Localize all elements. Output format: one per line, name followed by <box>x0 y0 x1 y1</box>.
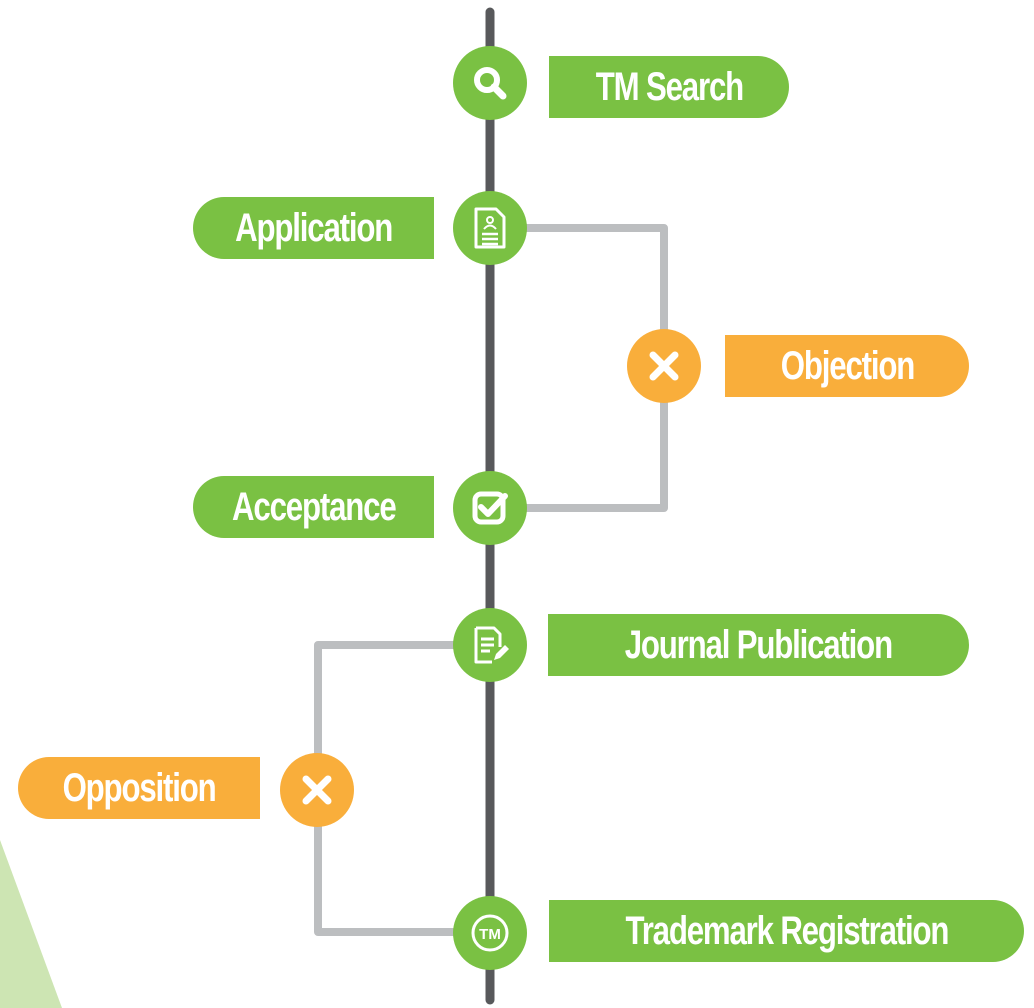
step-label-tm-search: TM Search <box>549 56 789 118</box>
document-icon <box>474 207 506 249</box>
step-label-acceptance: Acceptance <box>193 476 434 538</box>
step-node-acceptance <box>453 471 527 545</box>
step-label-opposition: Opposition <box>18 757 260 819</box>
step-label-trademark-registration: Trademark Registration <box>549 900 1024 962</box>
step-label-objection: Objection <box>725 335 969 397</box>
edit-document-icon <box>474 626 509 664</box>
step-node-opposition <box>280 753 354 827</box>
trademark-icon: TM <box>471 914 509 952</box>
step-node-application <box>453 191 527 265</box>
step-node-journal-publication <box>453 608 527 682</box>
search-icon <box>474 67 507 100</box>
step-node-trademark-registration: TM <box>453 896 527 970</box>
step-node-objection <box>627 329 701 403</box>
decorative-triangle <box>0 840 62 1008</box>
checkbox-icon <box>472 491 508 525</box>
step-label-application: Application <box>193 197 434 259</box>
step-node-tm-search <box>453 46 527 120</box>
close-icon <box>649 351 679 381</box>
step-label-journal-publication: Journal Publication <box>548 614 969 676</box>
svg-text:TM: TM <box>479 926 501 943</box>
close-icon <box>302 775 332 805</box>
